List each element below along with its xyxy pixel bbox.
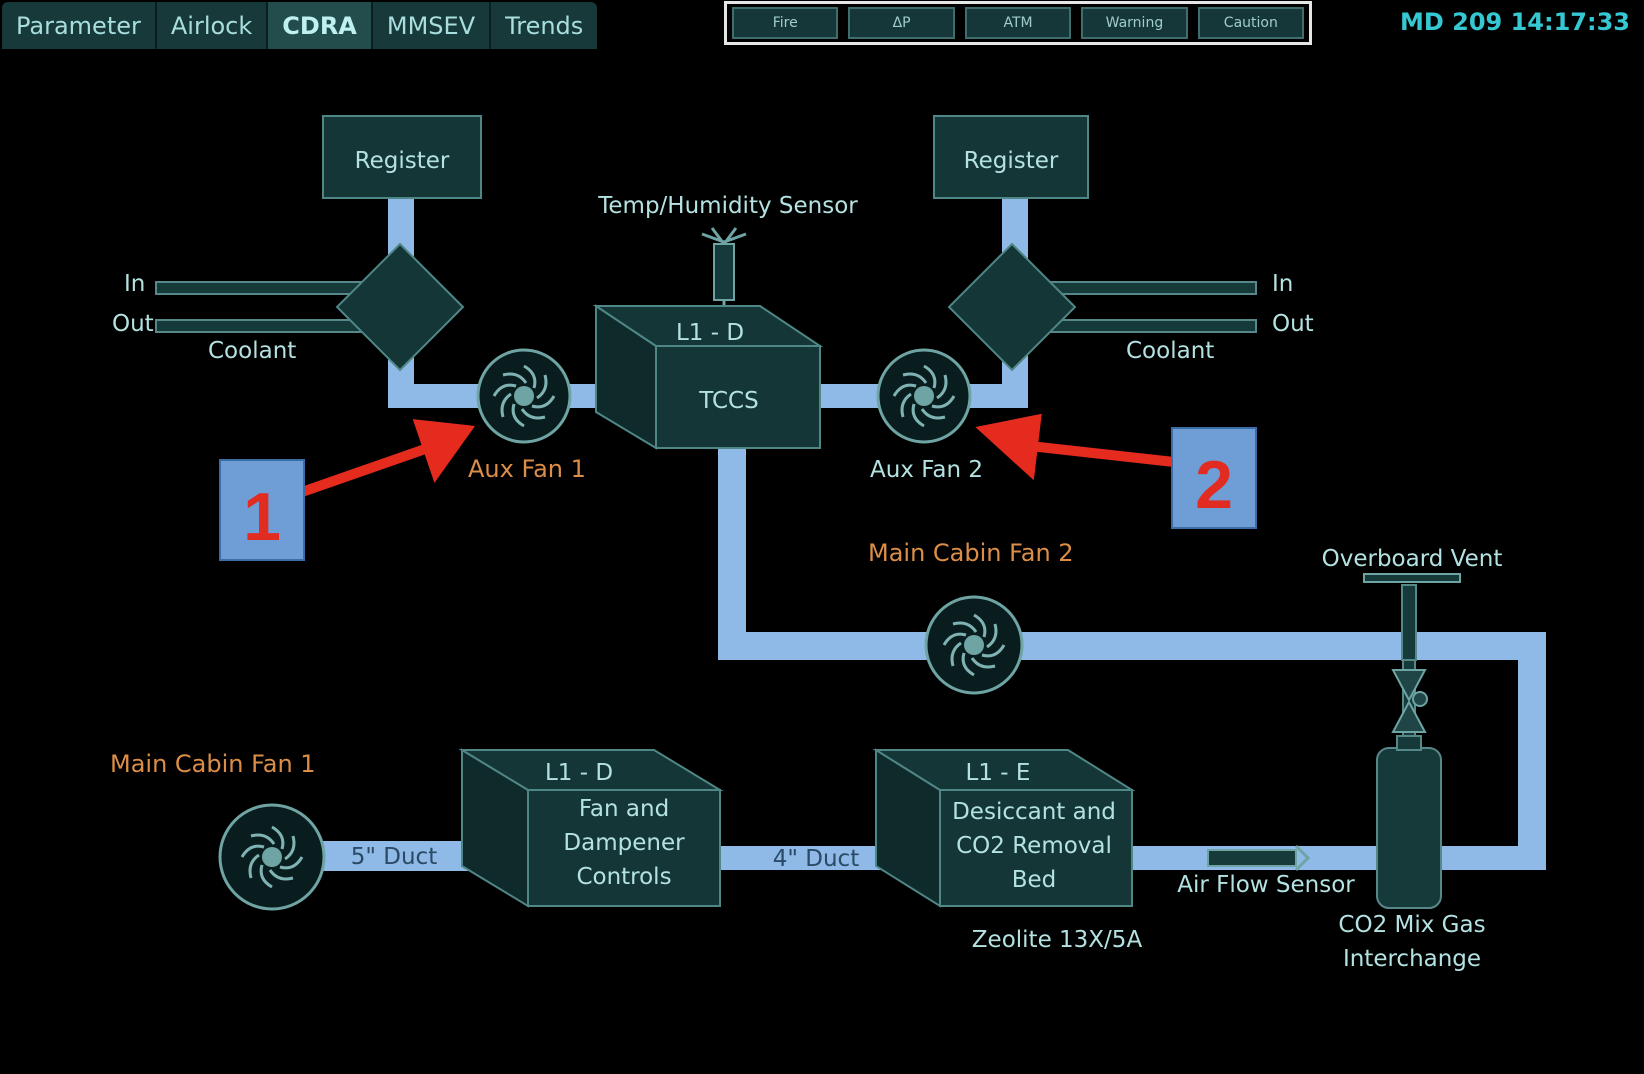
tab-mmsev[interactable]: MMSEV <box>373 2 492 49</box>
desiccant-label-line-1: Desiccant and <box>952 799 1116 825</box>
fan-box-label-line-1: Fan and <box>579 796 669 822</box>
air-flow-sensor-label: Air Flow Sensor <box>1177 872 1355 898</box>
overboard-vent-label: Overboard Vent <box>1322 546 1503 572</box>
fan-box-id-label: L1 - D <box>545 760 613 786</box>
pipe-main-cabin-fan-2 <box>718 632 1546 660</box>
coolant-in-left-label: In <box>124 271 145 297</box>
coolant-in-right-label: In <box>1272 271 1293 297</box>
overboard-vent-line <box>1401 584 1417 661</box>
alarm-caution[interactable]: Caution <box>1197 7 1305 39</box>
tab-bar: Parameter Airlock CDRA MMSEV Trends <box>2 2 598 49</box>
aux-fan-1-label: Aux Fan 1 <box>468 455 586 483</box>
pipe-bottom-loop <box>1130 846 1546 870</box>
main-cabin-fan-1-label: Main Cabin Fan 1 <box>110 750 316 778</box>
heat-exchanger-right[interactable] <box>947 242 1077 372</box>
duct-4in-label: 4" Duct <box>773 846 859 872</box>
register-right[interactable] <box>933 115 1089 199</box>
aux-fan-2-label: Aux Fan 2 <box>870 457 983 483</box>
alarm-delta-p[interactable]: ΔP <box>848 7 955 39</box>
tccs-unit[interactable] <box>592 304 824 450</box>
register-left[interactable] <box>322 115 482 199</box>
register-left-label: Register <box>355 148 450 174</box>
pipe-tccs-down <box>718 448 746 648</box>
coolant-out-right-label: Out <box>1272 311 1314 337</box>
marker-2-label: 2 <box>1195 447 1233 523</box>
pipe-right-loop <box>1518 632 1546 870</box>
tccs-name-label: TCCS <box>698 388 758 414</box>
aux-fan-2-icon[interactable] <box>876 348 972 444</box>
main-cabin-fan-1-icon[interactable] <box>218 803 326 911</box>
temp-humidity-sensor-icon[interactable] <box>701 227 747 312</box>
heat-exchanger-left[interactable] <box>335 242 465 372</box>
aux-fan-1-icon[interactable] <box>476 348 572 444</box>
register-right-label: Register <box>964 148 1059 174</box>
tab-trends[interactable]: Trends <box>505 11 584 40</box>
alarm-bar: Fire ΔP ATM Warning Caution <box>724 1 1312 45</box>
callout-arrow-2 <box>975 413 1175 481</box>
marker-2-box <box>1171 427 1257 529</box>
mission-clock: MD 209 14:17:33 <box>1399 8 1630 36</box>
fan-box-label-line-2: Dampener <box>563 830 685 856</box>
tab-cdra[interactable]: CDRA <box>268 2 373 49</box>
fan-dampener-controls-unit[interactable] <box>458 748 724 908</box>
co2-mix-label-line-2: Interchange <box>1343 946 1481 972</box>
main-cabin-fan-2-label: Main Cabin Fan 2 <box>868 539 1074 567</box>
coolant-out-left-label: Out <box>112 311 154 337</box>
tab-airlock[interactable]: Airlock <box>157 2 269 49</box>
tccs-id-label: L1 - D <box>676 320 744 346</box>
main-cabin-fan-2-icon[interactable] <box>924 595 1024 695</box>
tab-parameter[interactable]: Parameter <box>2 2 157 49</box>
overboard-valve-icon[interactable] <box>1391 659 1428 749</box>
temp-humidity-sensor-label: Temp/Humidity Sensor <box>597 193 858 219</box>
co2-mix-label-line-1: CO2 Mix Gas <box>1338 912 1485 938</box>
alarm-warning[interactable]: Warning <box>1081 7 1188 39</box>
alarm-atm[interactable]: ATM <box>964 7 1072 39</box>
desiccant-co2-removal-unit[interactable] <box>872 748 1136 908</box>
desiccant-label-line-2: CO2 Removal <box>956 833 1112 859</box>
co2-mix-tank[interactable] <box>1376 735 1442 909</box>
alarm-fire[interactable]: Fire <box>732 7 839 39</box>
coolant-right-label: Coolant <box>1126 338 1214 364</box>
overboard-vent-icon[interactable] <box>1363 573 1461 583</box>
coolant-left-label: Coolant <box>208 338 296 364</box>
marker-1-label: 1 <box>243 479 281 555</box>
zeolite-label: Zeolite 13X/5A <box>972 927 1143 953</box>
fan-box-label-line-3: Controls <box>576 864 671 890</box>
callout-arrow-1 <box>300 419 476 497</box>
desiccant-id-label: L1 - E <box>966 760 1031 786</box>
air-flow-sensor-icon[interactable] <box>1207 844 1311 872</box>
marker-1-box <box>219 459 305 561</box>
desiccant-label-line-3: Bed <box>1012 867 1057 893</box>
duct-5in-label: 5" Duct <box>351 844 437 870</box>
